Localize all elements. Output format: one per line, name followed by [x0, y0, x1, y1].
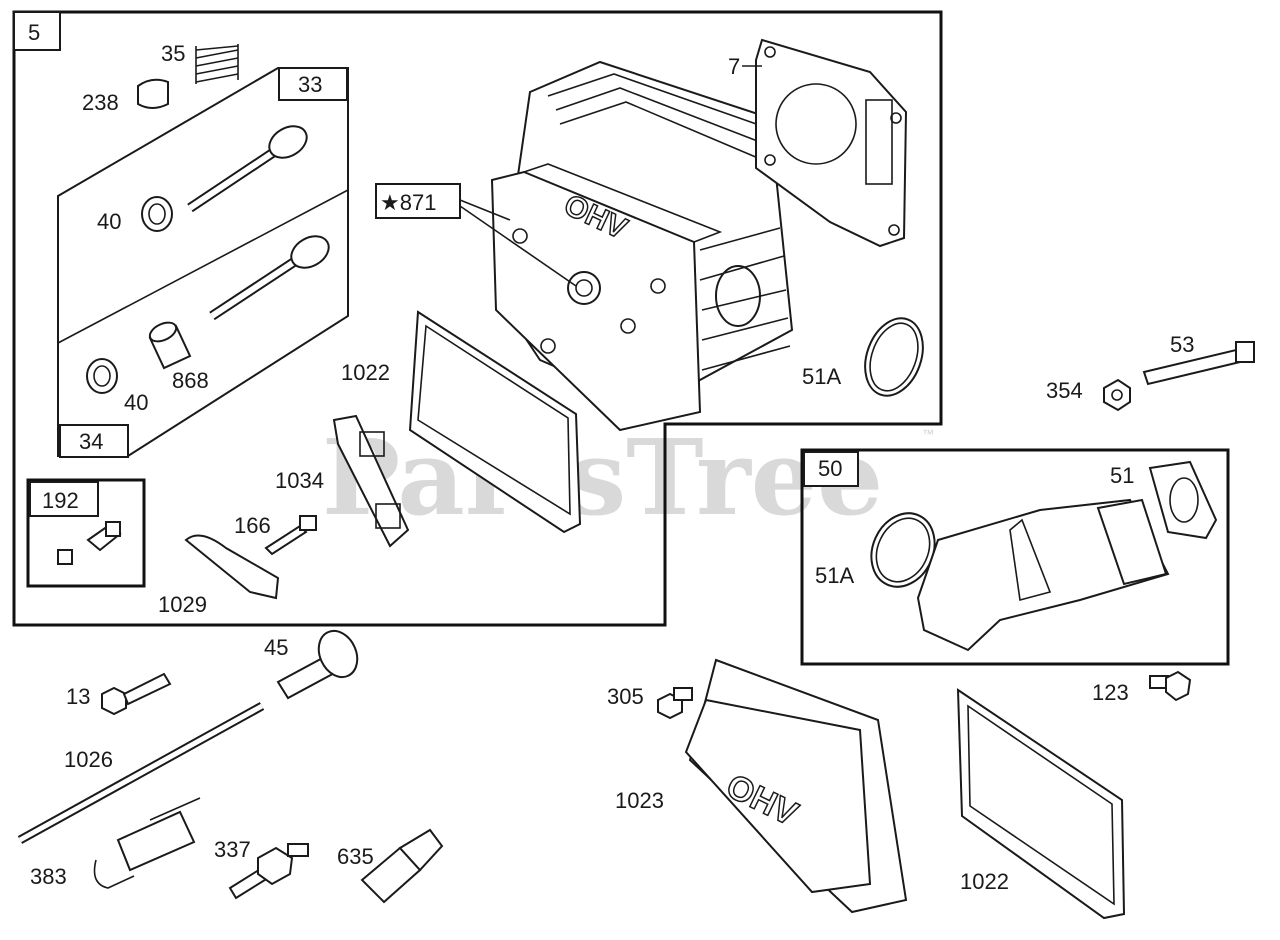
group-50-frame — [800, 448, 1230, 666]
callout-337[interactable]: 337 — [214, 837, 251, 862]
group-33-label: 33 — [298, 72, 322, 97]
group-34-label: 34 — [79, 429, 103, 454]
callout-40-lower[interactable]: 40 — [124, 390, 148, 415]
valve-tappet[interactable] — [276, 625, 364, 700]
push-rod[interactable] — [17, 702, 265, 844]
group-871-label: ★871 — [380, 190, 436, 215]
callout-1022-upper[interactable]: 1022 — [341, 360, 390, 385]
callout-305[interactable]: 305 — [607, 684, 644, 709]
valve-cover-gasket-upper[interactable] — [408, 310, 582, 534]
intake-valve[interactable] — [209, 230, 334, 321]
callout-166[interactable]: 166 — [234, 513, 271, 538]
valve-guide[interactable] — [147, 319, 192, 370]
callout-1022-lower[interactable]: 1022 — [960, 869, 1009, 894]
callout-123[interactable]: 123 — [1092, 680, 1129, 705]
callout-51a-top[interactable]: 51A — [802, 364, 841, 389]
callout-13[interactable]: 13 — [66, 684, 90, 709]
valve-spring-compressor[interactable] — [93, 797, 201, 889]
group-34-tag[interactable] — [59, 424, 129, 458]
fitting-set[interactable] — [57, 521, 122, 565]
callout-1023[interactable]: 1023 — [615, 788, 664, 813]
callout-1034[interactable]: 1034 — [275, 468, 324, 493]
callout-7[interactable]: 7 — [728, 54, 740, 79]
callout-868[interactable]: 868 — [172, 368, 209, 393]
valve-seal-lower[interactable] — [86, 358, 118, 394]
callout-51a-intake[interactable]: 51A — [815, 563, 854, 588]
callout-383[interactable]: 383 — [30, 864, 67, 889]
group-5-tag[interactable] — [13, 11, 61, 51]
valve-cover[interactable]: OHV — [684, 658, 908, 914]
valve-spring-cap[interactable] — [137, 78, 169, 109]
head-gasket[interactable] — [755, 38, 908, 248]
exhaust-valve[interactable] — [187, 120, 312, 213]
group-50-tag[interactable] — [803, 451, 859, 487]
valve-cover-gasket-lower[interactable] — [956, 688, 1126, 920]
watermark-trademark: ™ — [922, 427, 934, 441]
group-192-frame — [26, 478, 146, 588]
valve-spring[interactable] — [194, 44, 242, 86]
intake-gasket[interactable] — [1148, 460, 1218, 540]
cover-screw[interactable] — [657, 687, 693, 720]
mounting-stud[interactable] — [1142, 341, 1255, 386]
callout-1029[interactable]: 1029 — [158, 592, 207, 617]
spark-plug[interactable] — [228, 843, 309, 900]
callout-40-upper[interactable]: 40 — [97, 209, 121, 234]
callout-35[interactable]: 35 — [161, 41, 185, 66]
group-33-tag[interactable] — [278, 67, 348, 101]
callout-1026[interactable]: 1026 — [64, 747, 113, 772]
valve-seal-upper[interactable] — [141, 196, 173, 232]
watermark: PartsTree — [322, 416, 883, 539]
group-192-tag[interactable] — [29, 481, 99, 517]
callout-53[interactable]: 53 — [1170, 332, 1194, 357]
group-871-tag[interactable] — [375, 183, 461, 219]
intake-elbow[interactable] — [916, 498, 1170, 652]
cylinder-head[interactable]: OHV — [490, 60, 794, 432]
callout-238[interactable]: 238 — [82, 90, 119, 115]
group-50-label: 50 — [818, 456, 842, 481]
group-192-label: 192 — [42, 488, 79, 513]
group-5-label: 5 — [28, 20, 40, 45]
hex-nut[interactable] — [1103, 378, 1131, 412]
breather-plate[interactable] — [332, 414, 410, 548]
callout-635[interactable]: 635 — [337, 844, 374, 869]
group-5-frame — [12, 10, 943, 627]
callout-354[interactable]: 354 — [1046, 378, 1083, 403]
air-deflector[interactable] — [184, 534, 280, 600]
head-bolt[interactable] — [101, 672, 172, 716]
intake-screw[interactable] — [1149, 670, 1192, 702]
callout-51[interactable]: 51 — [1110, 463, 1134, 488]
callout-45[interactable]: 45 — [264, 635, 288, 660]
breather-screw[interactable] — [264, 515, 317, 556]
spark-plug-boot[interactable] — [360, 828, 444, 904]
